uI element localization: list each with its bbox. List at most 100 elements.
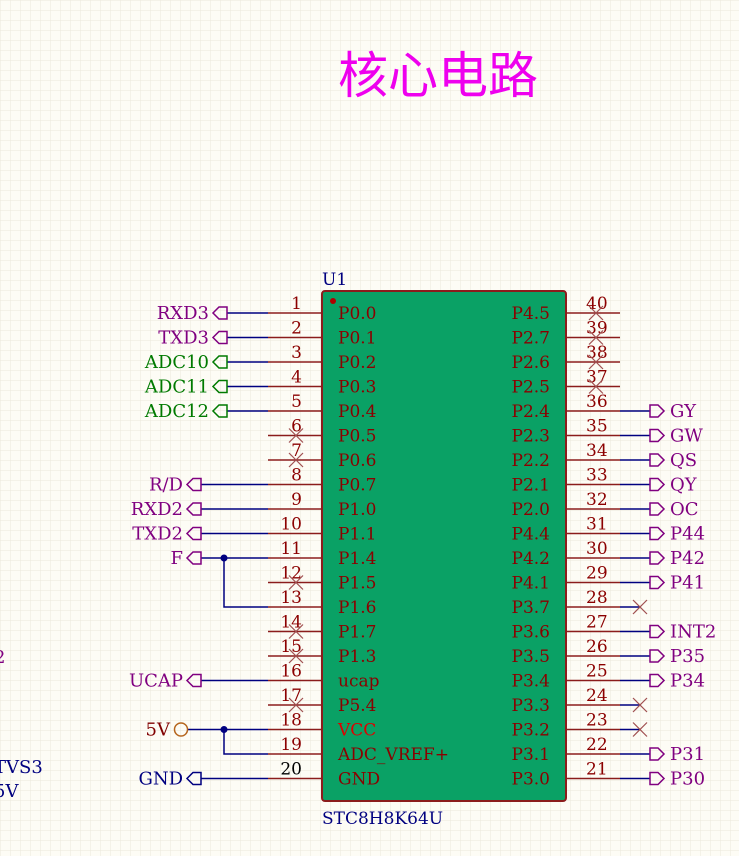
port-arrow-icon — [211, 355, 228, 369]
pin-name-3: P0.2 — [338, 353, 376, 373]
net-port-adc12[interactable]: ADC12 — [144, 401, 209, 422]
no-connect-icon — [288, 697, 304, 713]
net-port-p41[interactable]: P41 — [670, 573, 705, 594]
pin-name-25: P3.4 — [512, 672, 550, 692]
pin-name-18: VCC — [337, 721, 376, 741]
edge-text-fragment: 2 — [0, 647, 5, 668]
pin-number-8: 8 — [291, 466, 302, 486]
pin-name-9: P1.0 — [338, 500, 376, 520]
net-port-qy[interactable]: QY — [670, 475, 698, 496]
port-arrow-icon — [185, 551, 202, 565]
net-port-p30[interactable]: P30 — [670, 769, 705, 790]
no-connect-icon — [288, 452, 304, 468]
pin-number-31: 31 — [586, 515, 608, 535]
net-port-txd2[interactable]: TXD2 — [132, 524, 183, 545]
pin-name-6: P0.5 — [338, 427, 376, 447]
pin-name-10: P1.1 — [338, 525, 376, 545]
pin-name-32: P2.0 — [512, 500, 550, 520]
no-connect-icon — [288, 575, 304, 590]
port-arrow-icon — [649, 673, 666, 688]
edge-text-voltage: 5V — [0, 781, 19, 802]
pin-number-5: 5 — [291, 392, 302, 412]
pin-number-6: 6 — [291, 417, 302, 437]
net-port-f[interactable]: F — [171, 548, 184, 569]
net-port-adc10[interactable]: ADC10 — [144, 352, 209, 373]
pin-name-33: P2.1 — [512, 476, 550, 496]
net-port-p35[interactable]: P35 — [670, 646, 705, 667]
pin-number-35: 35 — [586, 417, 608, 437]
pin-number-25: 25 — [586, 662, 608, 682]
pin-name-38: P2.6 — [512, 353, 550, 373]
pin-number-13: 13 — [280, 588, 302, 608]
pin-name-27: P3.6 — [512, 623, 550, 643]
pin-number-16: 16 — [280, 662, 302, 682]
pin-number-22: 22 — [586, 735, 608, 755]
port-arrow-icon — [185, 477, 202, 492]
pin-number-24: 24 — [586, 686, 608, 706]
wires-layer — [188, 312, 650, 780]
net-port-adc11[interactable]: ADC11 — [144, 377, 209, 398]
port-arrow-icon — [185, 526, 202, 541]
port-arrow-icon — [649, 526, 666, 541]
no-connect-icon — [588, 379, 604, 394]
net-port-rxd2[interactable]: RXD2 — [131, 499, 183, 520]
pin-number-28: 28 — [586, 588, 608, 608]
pin-name-17: P5.4 — [338, 696, 376, 716]
pin-number-38: 38 — [586, 343, 608, 363]
net-port-txd3[interactable]: TXD3 — [158, 328, 209, 349]
no-connect-icon — [288, 624, 304, 639]
pin-number-18: 18 — [280, 711, 302, 731]
pin-name-19: ADC_VREF+ — [337, 745, 449, 765]
pin-number-10: 10 — [280, 515, 302, 535]
pin-number-7: 7 — [291, 441, 302, 461]
port-arrow-icon — [649, 428, 666, 443]
junction-dot — [220, 726, 228, 733]
pin-number-21: 21 — [586, 760, 608, 780]
port-arrow-icon — [211, 379, 228, 394]
net-port-p42[interactable]: P42 — [670, 548, 705, 569]
pin-number-33: 33 — [586, 466, 608, 486]
net-port-p34[interactable]: P34 — [670, 671, 705, 692]
pin-number-20: 20 — [280, 760, 302, 780]
pin-number-12: 12 — [280, 564, 302, 584]
chip-body[interactable] — [321, 290, 567, 802]
net-port-gnd[interactable]: GND — [138, 769, 183, 790]
port-arrow-icon — [649, 551, 666, 565]
pin-name-14: P1.7 — [338, 623, 376, 643]
net-port-qs[interactable]: QS — [670, 450, 697, 471]
pin-number-23: 23 — [586, 711, 608, 731]
net-port-oc[interactable]: OC — [670, 499, 699, 520]
port-arrow-icon — [649, 649, 666, 663]
net-port-ucap[interactable]: UCAP — [129, 671, 183, 692]
pin-name-12: P1.5 — [338, 574, 376, 594]
pin-number-14: 14 — [280, 613, 302, 633]
pin-name-29: P4.1 — [512, 574, 550, 594]
port-arrow-icon — [649, 404, 666, 418]
pin-number-29: 29 — [586, 564, 608, 584]
net-port-rxd3[interactable]: RXD3 — [157, 303, 209, 324]
pin-name-16: ucap — [338, 672, 380, 692]
pin-number-9: 9 — [291, 490, 302, 510]
net-port-gw[interactable]: GW — [670, 426, 703, 447]
pin-name-5: P0.4 — [338, 402, 376, 422]
no-connect-icon — [588, 305, 604, 321]
net-port-r/d[interactable]: R/D — [149, 475, 183, 496]
net-port-p31[interactable]: P31 — [670, 744, 705, 765]
no-connect-icon — [632, 599, 648, 615]
pin-name-26: P3.5 — [512, 647, 550, 667]
power-port-5v[interactable]: 5V — [146, 720, 171, 741]
net-port-p44[interactable]: P44 — [670, 524, 705, 545]
pin-name-2: P0.1 — [338, 329, 376, 349]
power-port-icon — [173, 722, 189, 737]
wire-vref — [223, 729, 268, 755]
net-port-int2[interactable]: INT2 — [670, 622, 716, 643]
no-connect-icon — [632, 722, 648, 737]
port-arrow-icon — [649, 477, 666, 492]
pin1-marker — [330, 298, 336, 304]
port-arrow-icon — [649, 624, 666, 639]
pin-number-15: 15 — [280, 637, 302, 657]
net-port-gy[interactable]: GY — [670, 401, 697, 422]
